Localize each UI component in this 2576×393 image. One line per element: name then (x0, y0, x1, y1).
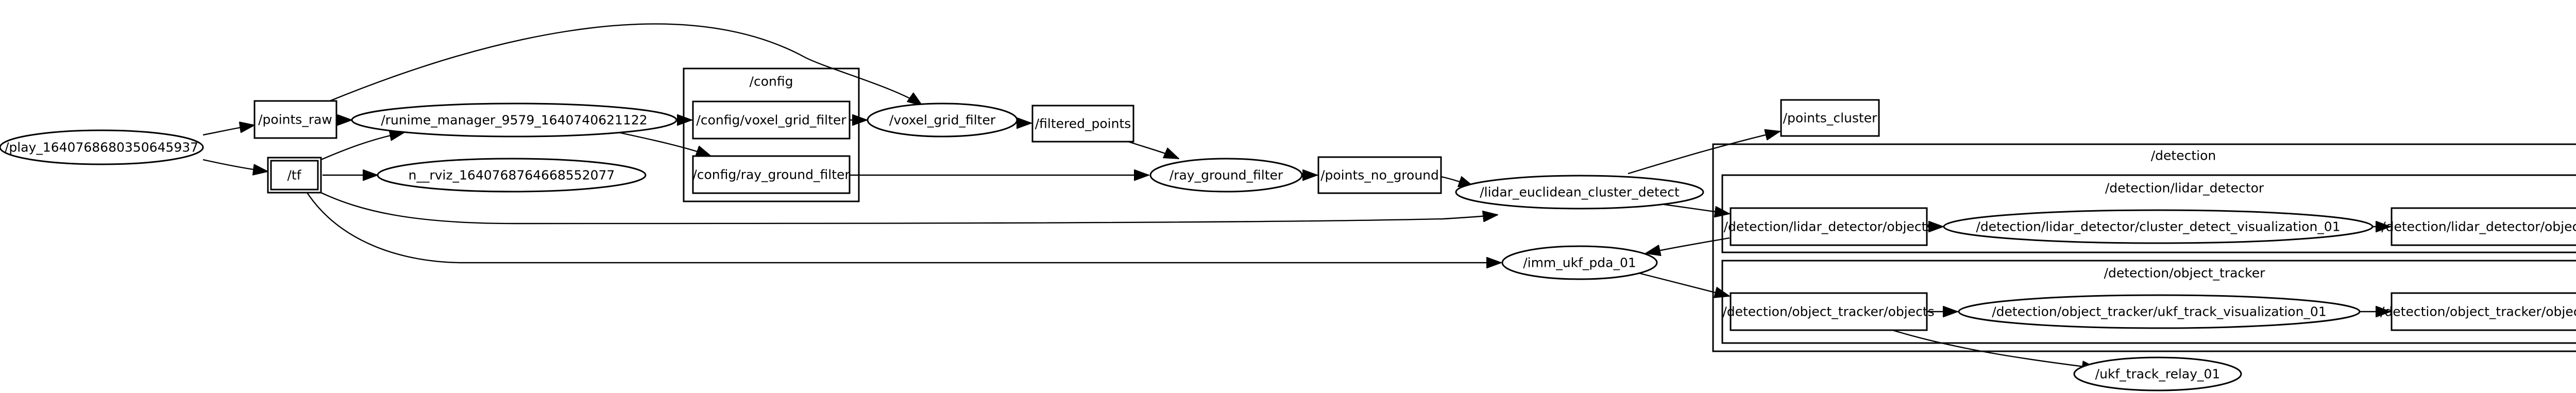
node-ukf-track-relay-label: /ukf_track_relay_01 (2095, 367, 2221, 382)
cluster-object-tracker-label: /detection/object_tracker (2104, 266, 2266, 281)
topic-points-raw[interactable]: /points_raw (253, 100, 337, 139)
node-imm-ukf-pda-label: /imm_ukf_pda_01 (1523, 255, 1636, 270)
edge-lidar-euclidean-lidar-objects (1664, 203, 1730, 214)
node-play-label: /play_1640768680350645937 (5, 140, 198, 155)
edge-tf-runtime-manager (320, 132, 404, 161)
topic-lidar-detector-objects-markers[interactable]: /detection/lidar_detector/objects_marker… (2381, 207, 2576, 246)
node-cluster-detect-visualization[interactable]: /detection/lidar_detector/cluster_detect… (1943, 209, 2374, 244)
edge-lidar-euclidean-points-cluster (1628, 131, 1780, 175)
edge-play-points-raw (202, 125, 255, 136)
topic-points-raw-label: /points_raw (258, 112, 332, 127)
node-voxel-grid-filter-label: /voxel_grid_filter (889, 113, 996, 128)
topic-object-tracker-objects-label: /detection/object_tracker/objects (1722, 304, 1934, 319)
topic-config-ray-ground-filter-label: /config/ray_ground_filter (692, 167, 850, 182)
node-ray-ground-filter-label: /ray_ground_filter (1170, 168, 1283, 183)
edge-imm-ukf-pda-tracker-objects (1638, 272, 1730, 296)
topic-config-ray-ground-filter[interactable]: /config/ray_ground_filter (692, 155, 851, 194)
node-ukf-track-relay[interactable]: /ukf_track_relay_01 (2073, 356, 2242, 391)
node-rviz-label: n__rviz_1640768764668552077 (409, 168, 615, 183)
cluster-detection-label: /detection (2151, 148, 2216, 163)
node-imm-ukf-pda[interactable]: /imm_ukf_pda_01 (1501, 245, 1658, 280)
edge-filtered-ray-ground-filter (1128, 141, 1179, 160)
node-rviz[interactable]: n__rviz_1640768764668552077 (377, 158, 647, 193)
topic-config-voxel-grid-filter-label: /config/voxel_grid_filter (696, 113, 846, 128)
topic-object-tracker-objects-markers[interactable]: /detection/object_tracker/objects_marker… (2380, 292, 2576, 331)
node-runtime-manager[interactable]: /runime_manager_9579_1640740621122 (351, 102, 677, 138)
topic-object-tracker-objects-markers-label: /detection/object_tracker/objects_marker… (2380, 304, 2576, 319)
topic-tf[interactable]: /tf (267, 157, 322, 194)
edge-tf-imm-ukf-pda (307, 192, 1501, 263)
node-ukf-track-visualization[interactable]: /detection/object_tracker/ukf_track_visu… (1958, 294, 2361, 329)
topic-filtered-points[interactable]: /filtered_points (1031, 105, 1134, 143)
cluster-detection: /detection (1712, 143, 2576, 352)
topic-config-voxel-grid-filter[interactable]: /config/voxel_grid_filter (692, 100, 851, 140)
cluster-lidar-detector-label: /detection/lidar_detector (2105, 181, 2264, 196)
topic-points-cluster[interactable]: /points_cluster (1780, 99, 1880, 137)
edges (202, 23, 2391, 368)
topic-lidar-detector-objects[interactable]: /detection/lidar_detector/objects (1724, 207, 1934, 246)
topic-lidar-detector-objects-label: /detection/lidar_detector/objects (1724, 219, 1934, 234)
cluster-config-label: /config (750, 74, 793, 89)
node-play[interactable]: /play_1640768680350645937 (0, 129, 204, 165)
node-runtime-manager-label: /runime_manager_9579_1640740621122 (381, 113, 647, 128)
edge-points-raw-voxel-grid-filter (329, 23, 922, 106)
node-lidar-euclidean-cluster-detect[interactable]: /lidar_euclidean_cluster_detect (1455, 175, 1704, 210)
edge-lidar-objects-imm-ukf-pda (1646, 237, 1730, 253)
edge-tf-lidar-euclidean (320, 192, 1498, 225)
node-voxel-grid-filter[interactable]: /voxel_grid_filter (867, 102, 1018, 138)
topic-points-no-ground-label: /points_no_ground (1320, 168, 1439, 183)
node-cluster-detect-visualization-label: /detection/lidar_detector/cluster_detect… (1976, 219, 2340, 234)
topic-filtered-points-label: /filtered_points (1035, 116, 1131, 131)
topic-points-no-ground[interactable]: /points_no_ground (1317, 156, 1442, 194)
edge-tracker-objects-ukf-relay (1890, 329, 2097, 368)
topic-lidar-detector-objects-markers-label: /detection/lidar_detector/objects_marker… (2381, 219, 2576, 234)
edge-runtime-config-ray (618, 131, 711, 157)
node-lidar-euclidean-cluster-detect-label: /lidar_euclidean_cluster_detect (1480, 185, 1680, 200)
topic-points-cluster-label: /points_cluster (1783, 111, 1877, 126)
cluster-object-tracker: /detection/object_tracker (1721, 260, 2576, 344)
node-ukf-track-visualization-label: /detection/object_tracker/ukf_track_visu… (1992, 304, 2326, 319)
topic-object-tracker-objects[interactable]: /detection/object_tracker/objects (1722, 292, 1935, 331)
node-ray-ground-filter[interactable]: /ray_ground_filter (1149, 158, 1303, 193)
cluster-config: /config (683, 67, 860, 202)
topic-tf-label: /tf (287, 168, 301, 183)
edge-play-tf (202, 159, 268, 172)
